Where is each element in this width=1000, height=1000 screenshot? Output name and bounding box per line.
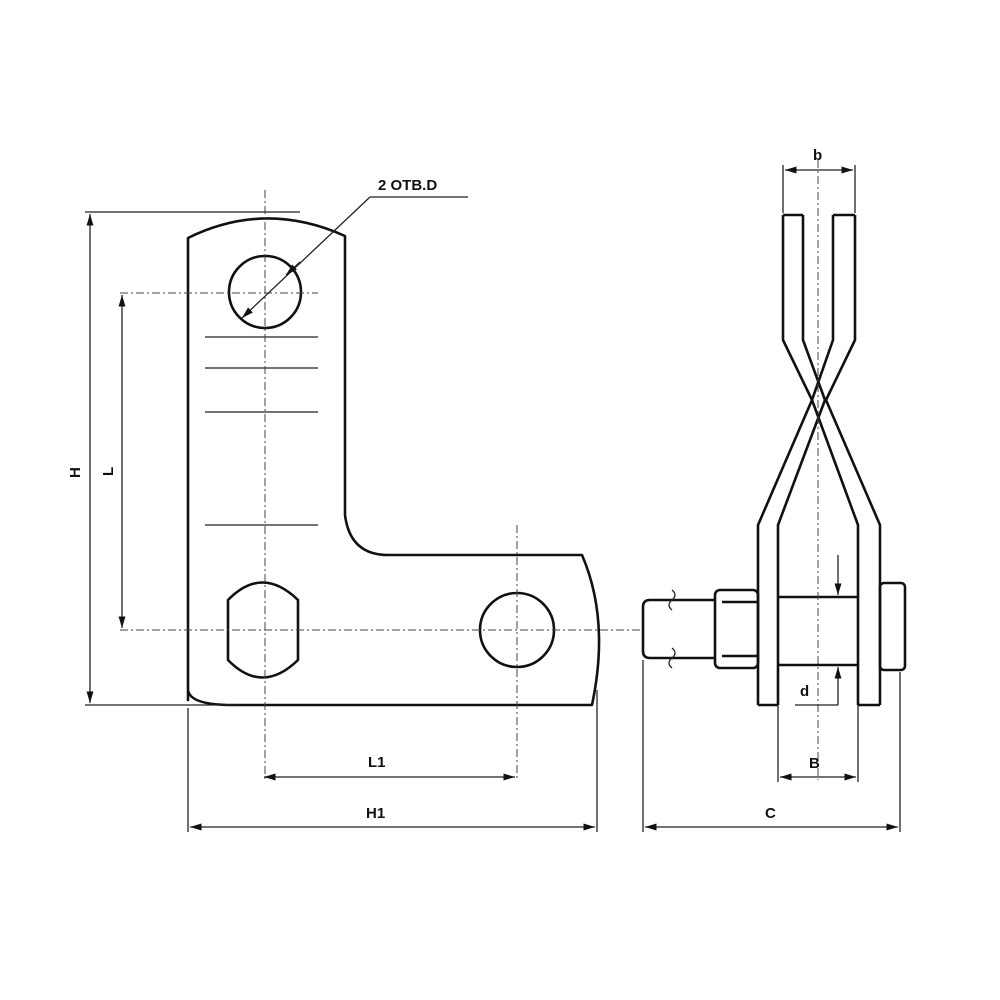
dimension-H1: H1 (187, 690, 598, 832)
dimension-H1-label: H1 (366, 805, 385, 822)
dimension-d-label: d (800, 683, 809, 700)
side-view: b d B C (641, 147, 907, 832)
dimension-C: C (642, 660, 901, 832)
dimension-b: b (782, 147, 856, 213)
nut-left (713, 588, 760, 670)
dimension-B-label: B (809, 755, 820, 772)
dimension-L1-label: L1 (368, 754, 386, 771)
split-pin (668, 589, 676, 669)
front-view: 2 OTB.D H L L1 H1 (67, 177, 640, 832)
corner-hole (226, 581, 300, 679)
fork-prongs (756, 213, 882, 707)
dimension-B: B (777, 705, 859, 782)
bolt-shank (641, 598, 715, 660)
dimension-C-label: C (765, 805, 776, 822)
centerlines (120, 190, 640, 780)
dimension-L1: L1 (264, 754, 515, 781)
dimension-L-label: L (100, 467, 117, 476)
hole-callout-label: 2 OTB.D (378, 177, 437, 194)
dimension-d: d (795, 555, 842, 706)
marking-lines (205, 336, 318, 526)
bolt-head (878, 581, 907, 672)
plate-outline (186, 217, 601, 707)
dimension-H: H (67, 211, 300, 706)
dimension-H-label: H (67, 467, 84, 478)
dimension-b-label: b (813, 147, 822, 164)
hole-callout: 2 OTB.D (241, 177, 468, 319)
dimension-L: L (100, 295, 126, 628)
